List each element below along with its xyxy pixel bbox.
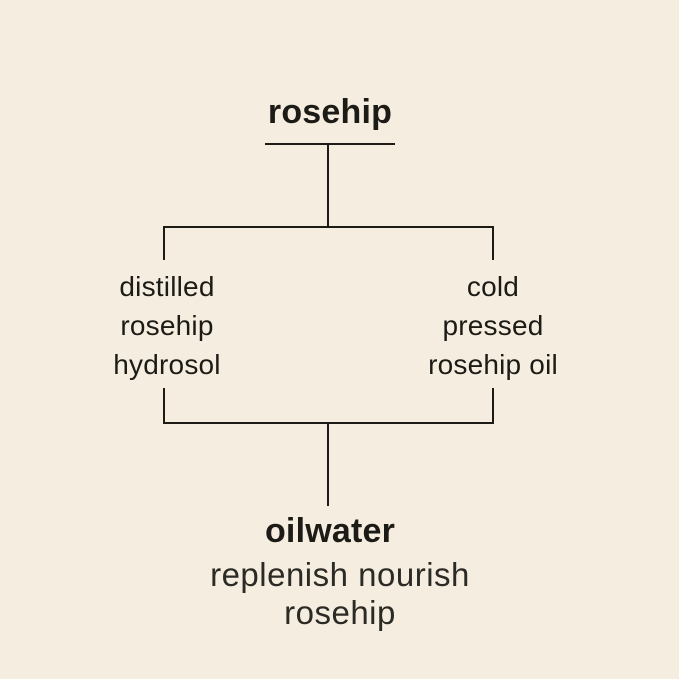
right-branch-bottom-connector <box>492 388 494 423</box>
branch-merge-connector <box>163 422 494 424</box>
left-branch-label: distilled rosehip hydrosol <box>113 271 221 380</box>
branch-split-connector <box>163 226 494 228</box>
root-stem-connector <box>327 144 329 228</box>
result-node-label: oilwater <box>264 512 396 550</box>
brand-tagline: replenish nourish rosehip <box>210 556 470 631</box>
root-underline-connector <box>265 143 395 145</box>
root-node-label: rosehip <box>267 93 393 131</box>
left-branch-bottom-connector <box>163 388 165 423</box>
left-branch-top-connector <box>163 228 165 260</box>
result-stem-connector <box>327 424 329 506</box>
right-branch-top-connector <box>492 228 494 260</box>
right-branch-label: cold pressed rosehip oil <box>428 271 558 380</box>
